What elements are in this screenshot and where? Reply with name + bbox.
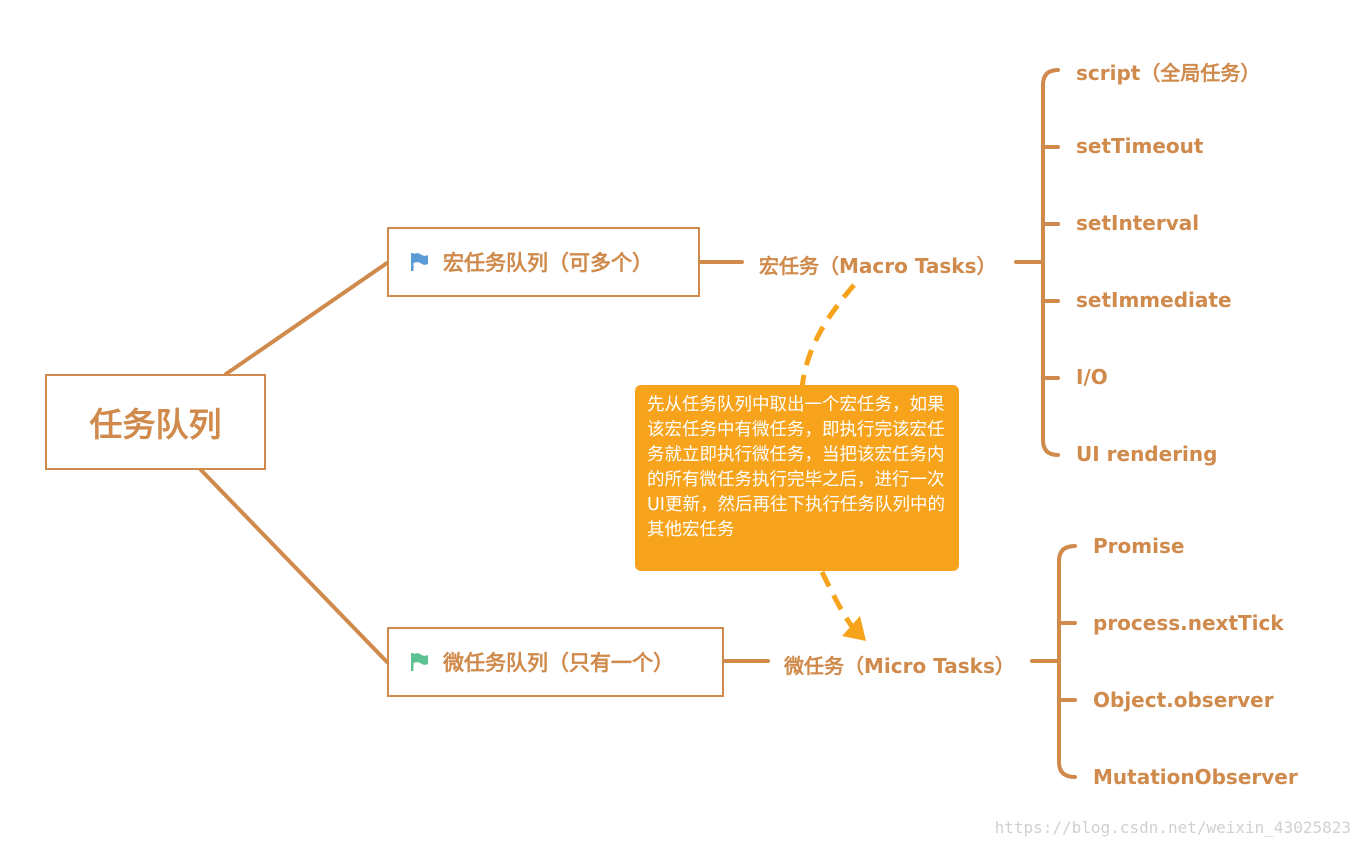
macro-item[interactable]: I/O <box>1076 365 1108 389</box>
macro-tasks-label[interactable]: 宏任务（Macro Tasks） <box>757 250 999 279</box>
micro-item[interactable]: Object.observer <box>1093 688 1274 712</box>
macro-item[interactable]: setImmediate <box>1076 288 1232 312</box>
macro-item[interactable]: script（全局任务） <box>1076 61 1261 85</box>
micro-tasks-label[interactable]: 微任务（Micro Tasks） <box>782 650 1017 679</box>
green-flag-icon <box>411 653 428 671</box>
note-text: 先从任务队列中取出一个宏任务，如果该宏任务中有微任务，即执行完该宏任务就立即执行… <box>647 395 945 540</box>
micro-item[interactable]: MutationObserver <box>1093 765 1298 789</box>
explanation-note[interactable]: 先从任务队列中取出一个宏任务，如果该宏任务中有微任务，即执行完该宏任务就立即执行… <box>635 385 959 571</box>
macro-item[interactable]: UI rendering <box>1076 442 1218 466</box>
blue-flag-icon <box>411 253 428 271</box>
arrow-head <box>842 616 866 641</box>
macro-item[interactable]: setInterval <box>1076 211 1200 235</box>
macro-queue-label: 宏任务队列（可多个） <box>443 251 653 275</box>
root-to-micro-line <box>199 468 389 664</box>
micro-item[interactable]: Promise <box>1093 534 1185 558</box>
micro-item[interactable]: process.nextTick <box>1093 611 1284 635</box>
micro-queue-node[interactable]: 微任务队列（只有一个） <box>387 627 724 697</box>
macro-bracket <box>1041 68 1060 457</box>
root-to-macro-line <box>224 261 389 376</box>
micro-queue-label: 微任务队列（只有一个） <box>443 651 674 675</box>
micro-bracket <box>1057 544 1077 779</box>
watermark-url: https://blog.csdn.net/weixin_43025823 <box>994 818 1351 837</box>
macro-item[interactable]: setTimeout <box>1076 134 1204 158</box>
root-label: 任务队列 <box>89 405 222 444</box>
macro-queue-node[interactable]: 宏任务队列（可多个） <box>387 227 700 297</box>
root-node[interactable]: 任务队列 <box>45 374 266 470</box>
